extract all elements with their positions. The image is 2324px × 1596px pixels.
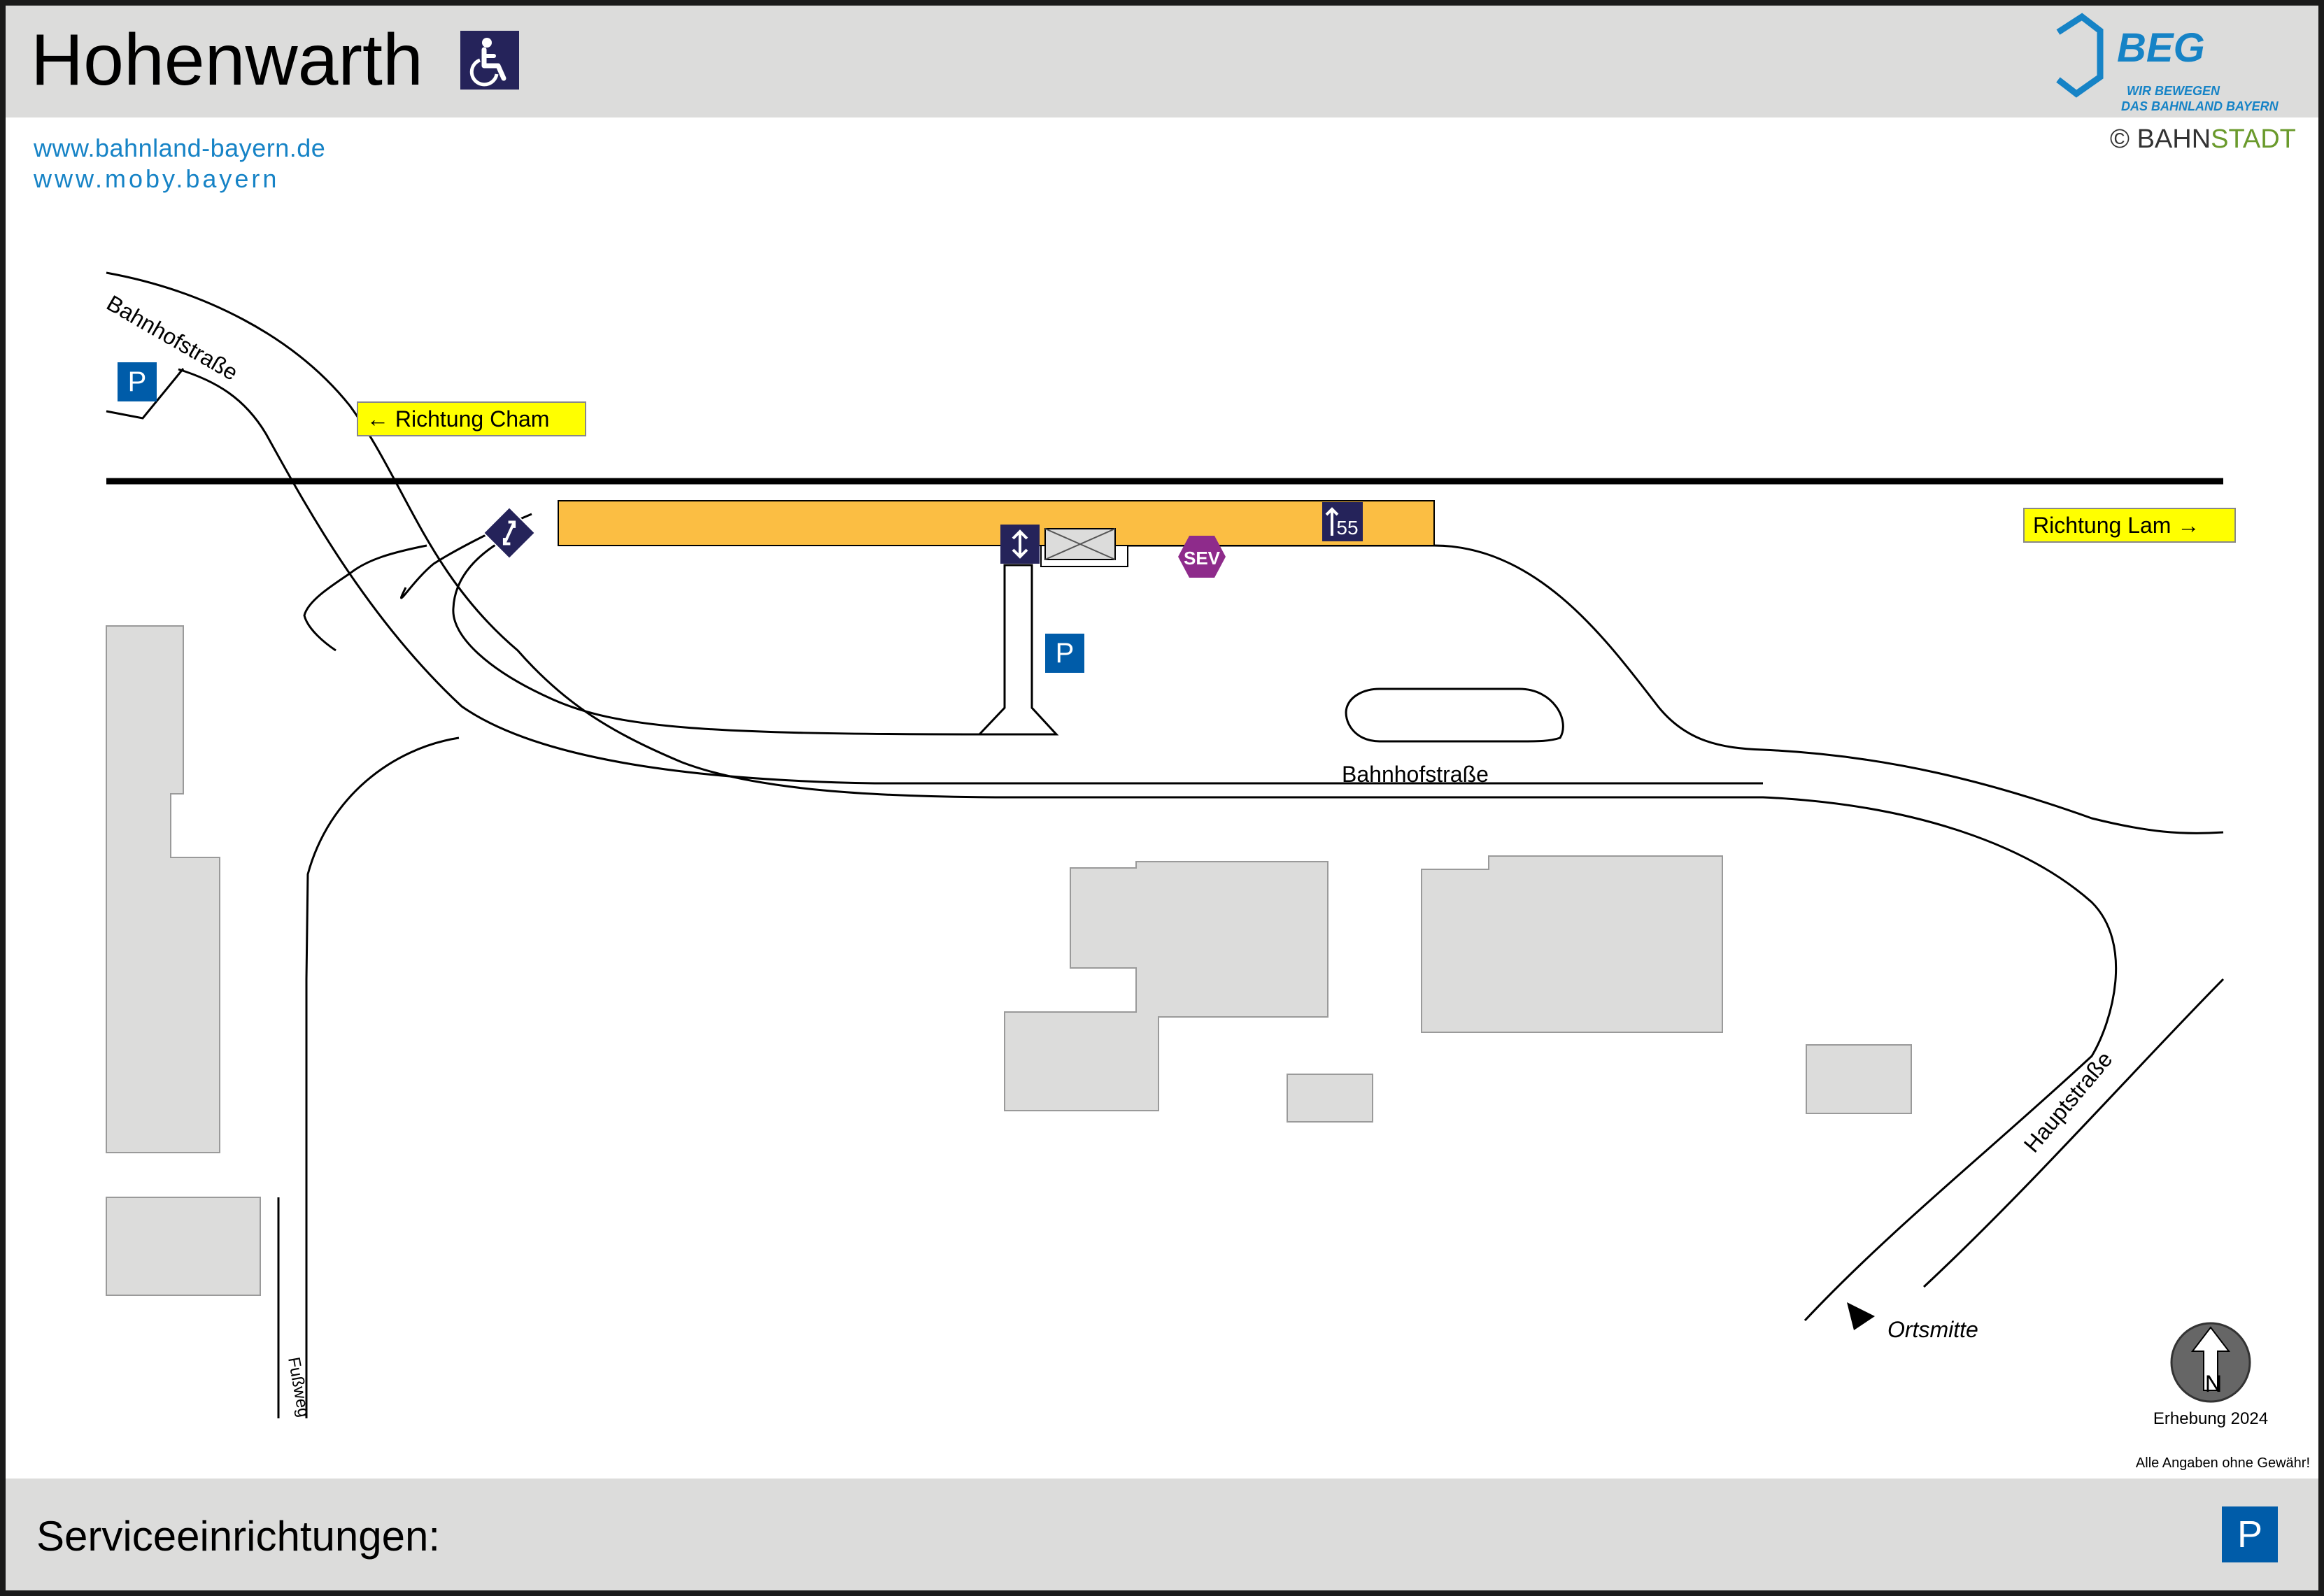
sev-bus-icon: SEV <box>1178 536 1226 578</box>
ortsmitte-arrow-icon <box>1847 1302 1875 1330</box>
direction-lam-label: Richtung Lam <box>2033 513 2171 538</box>
building <box>106 1197 261 1296</box>
elevator-icon <box>1000 525 1040 564</box>
services-label: Serviceeinrichtungen: <box>36 1513 441 1560</box>
direction-sign-cham: ← Richtung Cham <box>357 401 586 436</box>
parking-service-icon: P <box>2222 1506 2278 1562</box>
north-letter: N <box>2205 1371 2223 1397</box>
north-arrow-icon: N <box>2170 1322 2251 1403</box>
right-arrow-icon: → <box>2177 513 2200 538</box>
hauptstrasse-east <box>1922 978 2225 1288</box>
footpath-left <box>305 736 460 1418</box>
shelter <box>1040 528 1128 567</box>
platform <box>558 500 1435 546</box>
building <box>106 625 220 1153</box>
ortsmitte-label: Ortsmitte <box>1887 1317 1978 1342</box>
link-moby[interactable]: www.moby.bayern <box>34 164 280 193</box>
station-road-south <box>1433 544 2224 834</box>
building <box>1421 855 1723 1033</box>
ramp-icon <box>482 506 537 560</box>
beg-logo: BEG WIR BEWEGEN DAS BAHNLAND BAYERN <box>2050 10 2288 115</box>
copyright-symbol: © <box>2110 124 2130 154</box>
header-bar <box>6 6 2318 117</box>
platform-access-number: 55 <box>1336 517 1358 539</box>
direction-cham-label: Richtung Cham <box>395 406 550 432</box>
building <box>1806 1044 1912 1114</box>
access-loop <box>303 544 427 652</box>
disclaimer: Alle Angaben ohne Gewähr! <box>2136 1455 2310 1471</box>
building <box>1287 1074 1373 1123</box>
building <box>1004 861 1328 1111</box>
left-arrow-icon: ← <box>367 406 389 432</box>
street-label-bahnhofstrasse: Bahnhofstraße <box>1342 762 1489 787</box>
copyright-stadt: STADT <box>2211 124 2296 154</box>
direction-sign-lam: Richtung Lam → <box>2023 508 2236 543</box>
parking-left-border <box>106 368 185 420</box>
bahnhofstrasse-inner <box>178 368 1763 785</box>
access-road <box>452 530 1059 736</box>
services-bar: Serviceeinrichtungen: <box>6 1479 2318 1590</box>
copyright-bahnstadt: © BAHNSTADT <box>2110 124 2296 155</box>
bahnhofstrasse-outer <box>106 271 2118 1322</box>
beg-slogan-2: DAS BAHNLAND BAYERN <box>2121 99 2279 113</box>
parking-icon: P <box>1045 634 1084 673</box>
street-label-fussweg: Fußweg <box>284 1355 313 1418</box>
buildings <box>106 625 1912 1296</box>
beg-slogan-1: WIR BEWEGEN <box>2127 84 2220 98</box>
web-links: www.bahnland-bayern.de www.moby.bayern <box>34 133 325 194</box>
station-title: Hohenwarth <box>31 20 423 101</box>
roads <box>106 271 2225 1418</box>
platform-access-icon: 55 <box>1322 502 1363 541</box>
sev-label: SEV <box>1184 548 1221 569</box>
wheelchair-icon <box>460 31 519 90</box>
parking-icon: P <box>118 362 157 401</box>
link-bahnland[interactable]: www.bahnland-bayern.de <box>34 134 326 162</box>
copyright-bahn: BAHN <box>2137 124 2211 154</box>
street-label-hauptstrasse: Hauptstraße <box>2019 1046 2118 1157</box>
oval-road <box>1345 687 1564 743</box>
beg-logo-name: BEG <box>2117 25 2205 71</box>
survey-year: Erhebung 2024 <box>2153 1409 2268 1428</box>
